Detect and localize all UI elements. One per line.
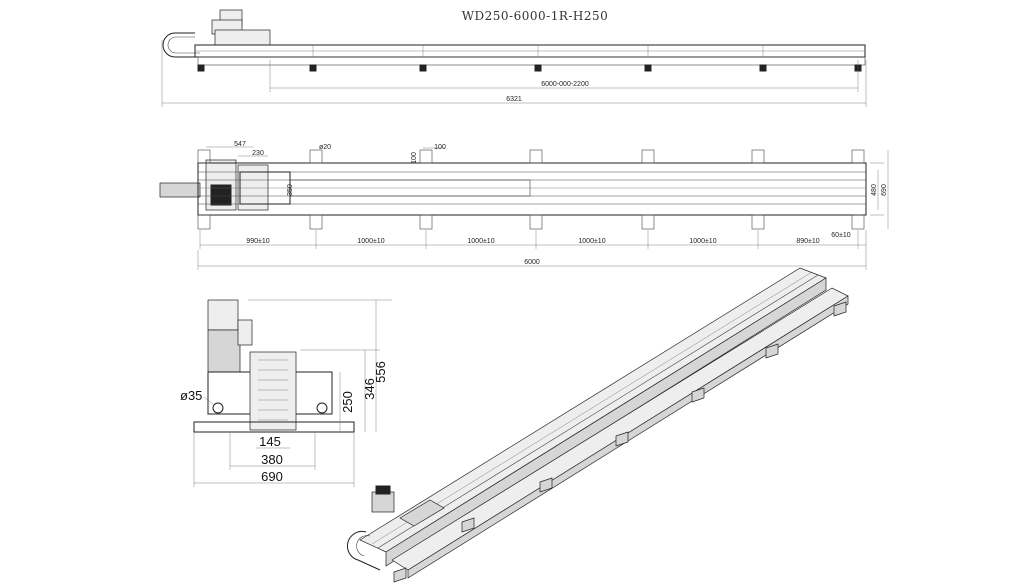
spacing-3: 1000±10 xyxy=(467,238,494,245)
spacing-5: 1000±10 xyxy=(689,238,716,245)
dim-hole: ø20 xyxy=(319,144,331,151)
dim-230: 230 xyxy=(252,150,264,157)
stroke-label: 6000-000-2200 xyxy=(541,81,589,88)
dim-100: 100 xyxy=(434,144,446,151)
dim-350: 350 xyxy=(287,184,294,196)
spacing-4: 1000±10 xyxy=(578,238,605,245)
dim-480: 480 xyxy=(871,184,878,196)
plan-view: 547 230 ø20 100 100 350 480 690 990±10 1… xyxy=(159,141,889,270)
width-690: 690 xyxy=(261,469,283,484)
height-250: 250 xyxy=(340,391,355,413)
dim-690: 690 xyxy=(881,184,888,196)
spacing-1: 990±10 xyxy=(246,238,269,245)
height-346: 346 xyxy=(362,378,377,400)
spacing-6: 890±10 xyxy=(796,238,819,245)
isometric-view xyxy=(346,267,849,583)
drawing-title: WD250-6000-1R-H250 xyxy=(462,9,609,23)
dim-547: 547 xyxy=(234,141,246,148)
height-556: 556 xyxy=(373,361,388,383)
end-offset: 60±10 xyxy=(831,232,851,239)
side-view: 6000-000-2200 6321 xyxy=(161,9,867,107)
dim-100b: 100 xyxy=(411,152,418,164)
overall-length: 6321 xyxy=(506,96,522,103)
end-view: ø35 556 346 250 145 380 690 xyxy=(180,299,392,487)
width-145: 145 xyxy=(259,434,281,449)
hole-diameter: ø35 xyxy=(180,388,202,403)
width-380: 380 xyxy=(261,452,283,467)
spacing-2: 1000±10 xyxy=(357,238,384,245)
total-length: 6000 xyxy=(524,259,540,266)
